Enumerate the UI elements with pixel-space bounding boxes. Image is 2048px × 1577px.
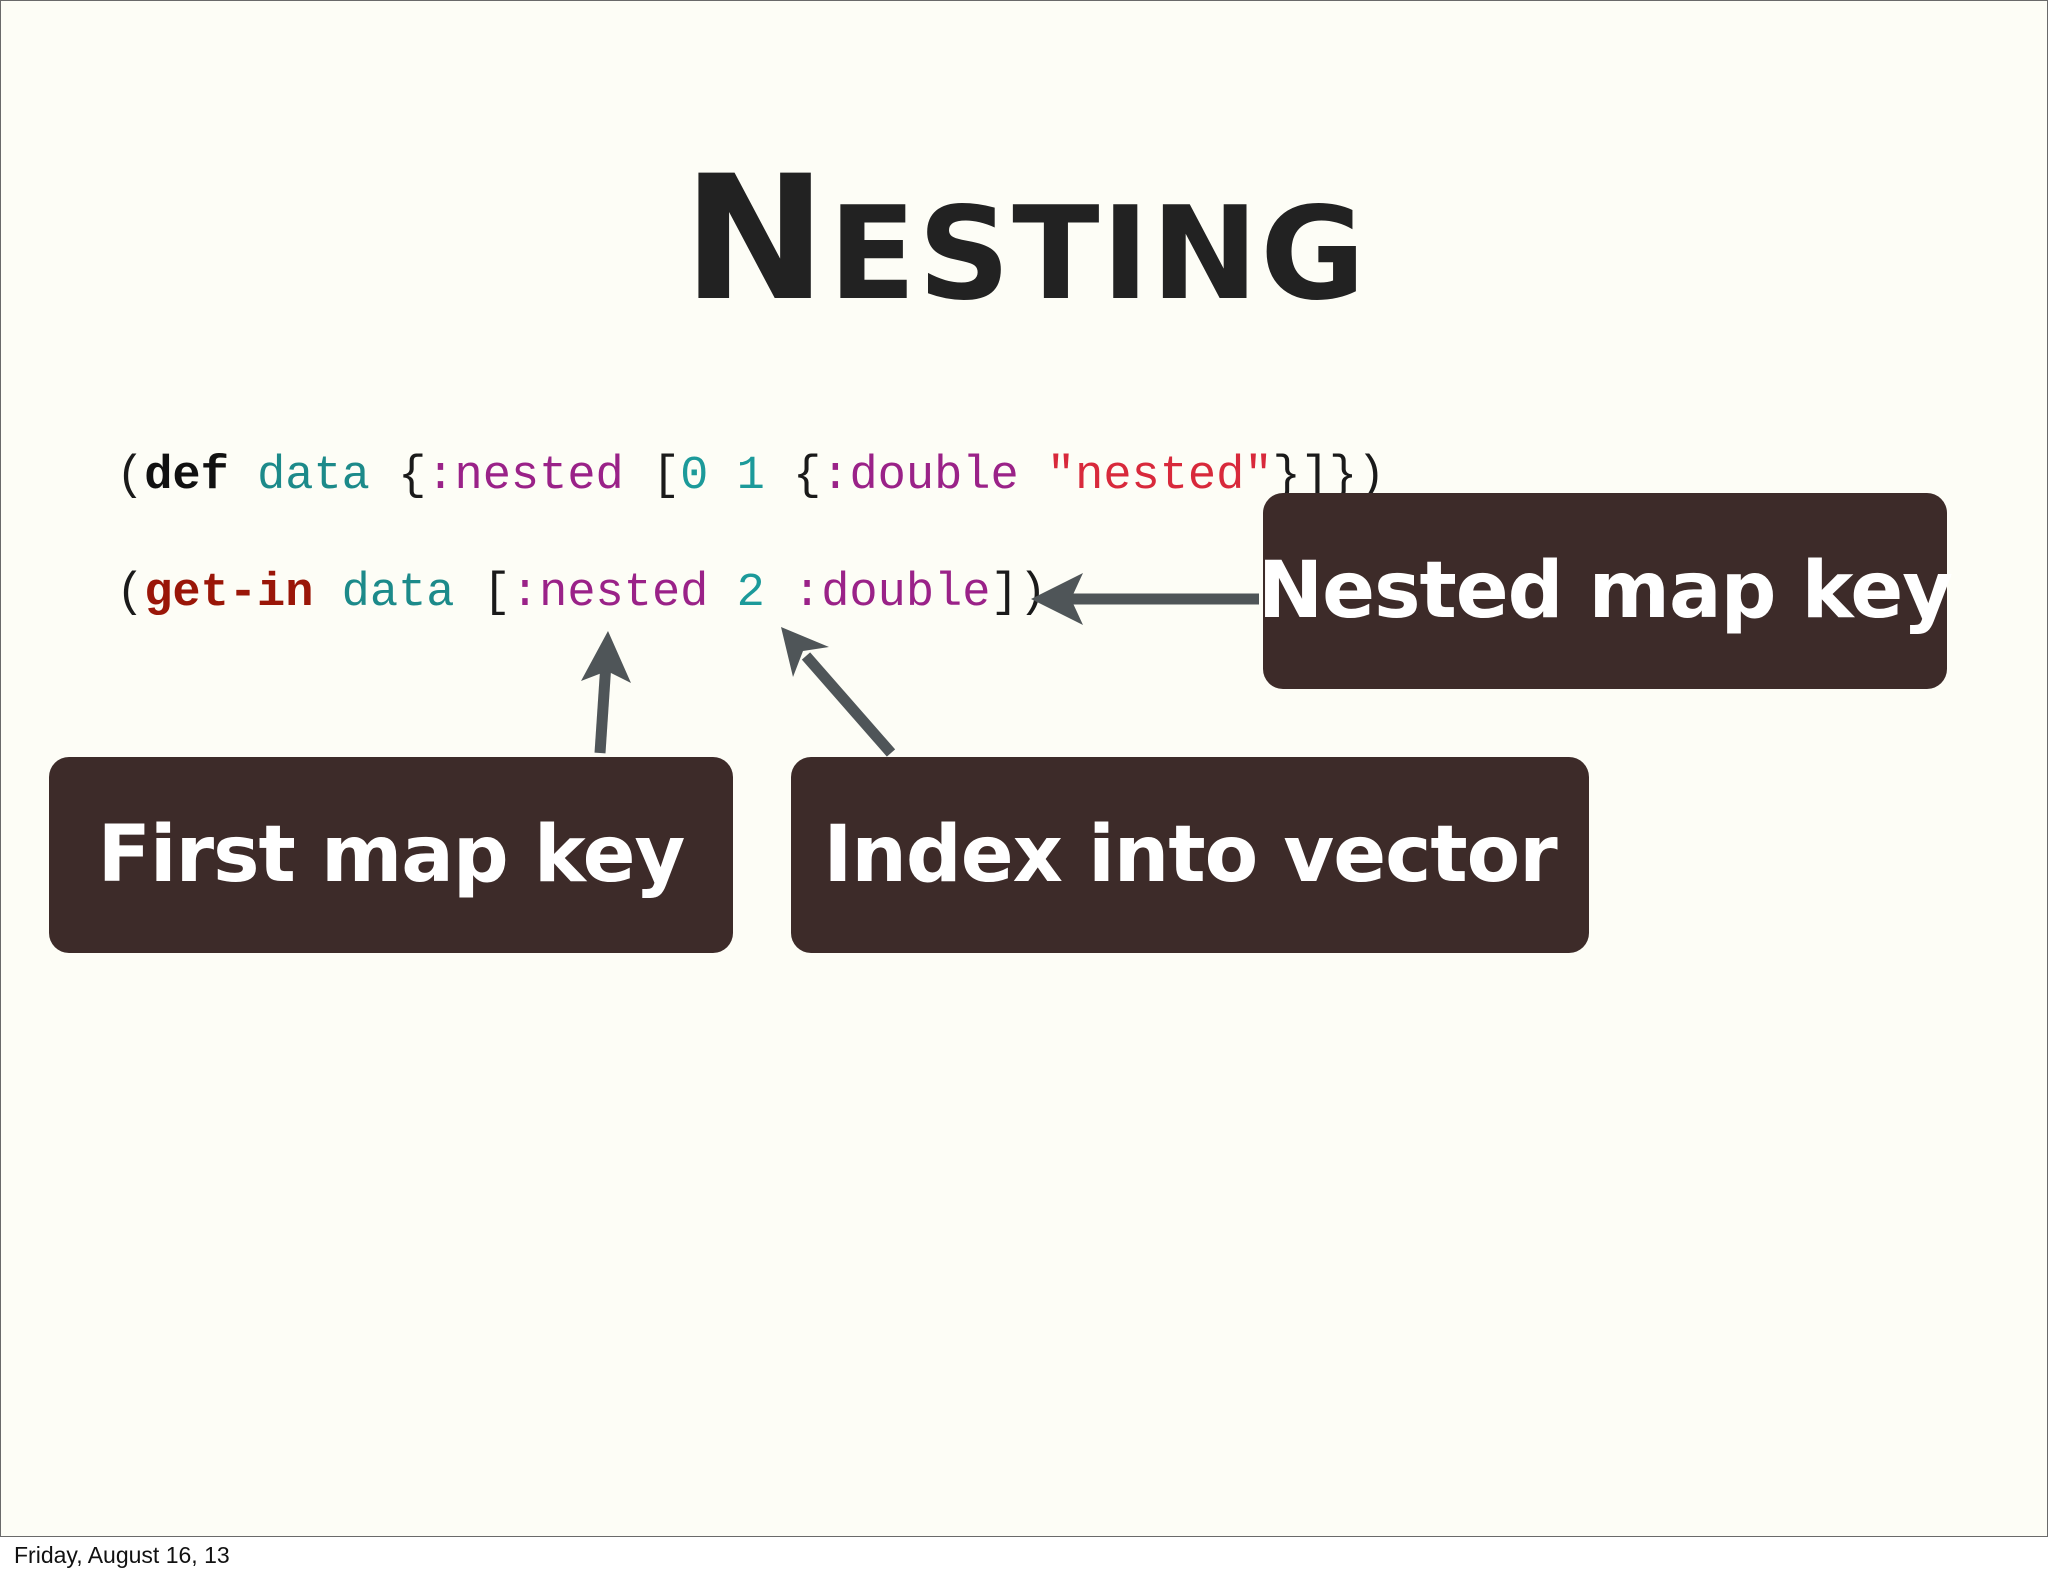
code-space (708, 450, 736, 503)
callout-index-into-vector: Index into vector (791, 757, 1589, 953)
callout-nested-map-key: Nested map key (1258, 493, 1953, 689)
arrow-to-double (1031, 573, 1259, 625)
arrow-to-nested (581, 631, 631, 754)
code-double-keyword: :double (793, 567, 991, 620)
paren-open: ( (116, 450, 145, 503)
code-open-brace: { (764, 450, 822, 503)
code-def-keyword: def (144, 450, 229, 503)
footer-date: Friday, August 16, 13 (14, 1542, 230, 1568)
code-line-def: (def data {:nested [0 1 {:double "nested… (116, 453, 1385, 500)
code-get-in-function: get-in (144, 567, 314, 620)
code-string-nested: "nested" (1046, 450, 1273, 503)
code-closers: }]}) (1272, 450, 1386, 503)
arrow-to-index (781, 627, 896, 757)
code-open-bracket: [ (623, 450, 681, 503)
title-initial: N (682, 138, 829, 339)
code-line-get-in: (get-in data [:nested 2 :double]) (116, 570, 1047, 617)
code-space (1019, 450, 1047, 503)
code-open-brace: { (369, 450, 427, 503)
code-number-zero: 0 (680, 450, 709, 503)
code-nested-keyword: :nested (510, 567, 709, 620)
code-double-keyword: :double (821, 450, 1019, 503)
callout-first-map-key: First map key (49, 757, 733, 953)
code-space (708, 567, 736, 620)
code-data-symbol: data (341, 567, 455, 620)
code-open-bracket: [ (454, 567, 511, 620)
code-closers: ]) (990, 567, 1047, 620)
code-space (313, 567, 341, 620)
paren-open: ( (116, 567, 145, 620)
code-space (765, 567, 793, 620)
slide: NESTING (def data {:nested [0 1 {:double… (0, 0, 2048, 1537)
code-number-two: 2 (736, 567, 765, 620)
title-rest: ESTING (828, 180, 1368, 329)
code-data-symbol: data (257, 450, 370, 503)
code-space (229, 450, 257, 503)
slide-title: NESTING (1, 153, 2048, 325)
code-nested-keyword: :nested (426, 450, 624, 503)
code-number-one: 1 (736, 450, 765, 503)
